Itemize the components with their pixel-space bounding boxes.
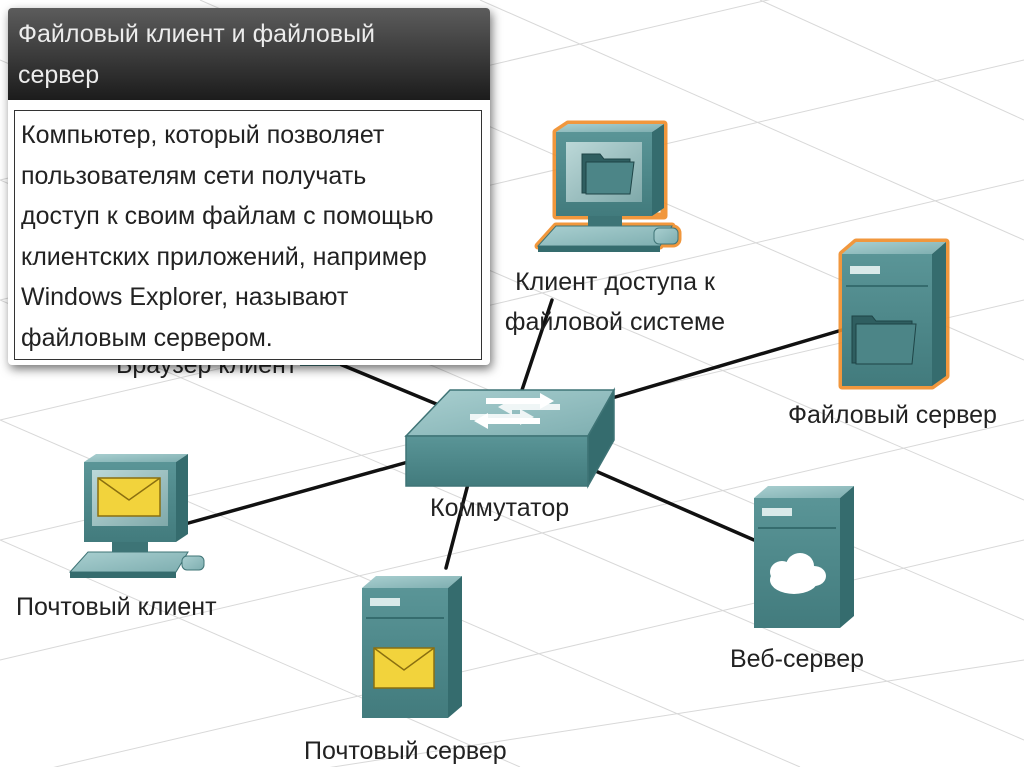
switch-label: Коммутатор <box>430 494 570 522</box>
folder-icon <box>581 153 635 195</box>
switch-icon <box>404 387 616 489</box>
link-file-server <box>610 328 844 400</box>
server-cloud-icon <box>754 486 854 628</box>
popup-line-3: доступ к своим файлам с помощью <box>21 202 434 230</box>
info-popup: Файловый клиент и файловый сервер Компью… <box>8 8 490 365</box>
popup-description: Компьютер, который позволяет пользовател… <box>21 115 477 358</box>
popup-line-4: клиентских приложений, например <box>21 242 427 271</box>
server-folder-icon <box>838 238 950 390</box>
popup-line-1: Компьютер, который позволяет <box>21 121 385 149</box>
link-mail-server <box>444 482 470 570</box>
folder-icon <box>851 315 917 365</box>
envelope-icon <box>97 477 161 517</box>
popup-header: Файловый клиент и файловый сервер <box>8 8 490 100</box>
mail-client-label: Почтовый клиент <box>16 593 217 621</box>
envelope-icon <box>373 647 435 689</box>
mail-server-label: Почтовый сервер <box>304 737 507 765</box>
file-client-label-line-1: Клиент доступа к <box>515 268 715 296</box>
link-web-server <box>582 464 756 542</box>
computer-envelope-icon <box>68 454 205 578</box>
popup-line-5: Windows Explorer, называют <box>21 283 349 311</box>
popup-line-6: файловым сервером. <box>21 323 273 352</box>
popup-body: Компьютер, который позволяет пользовател… <box>14 110 482 360</box>
cloud-icon <box>770 553 826 594</box>
computer-folder-icon <box>534 120 682 252</box>
file-client-label: Клиент доступа к файловой системе <box>490 262 740 342</box>
popup-line-2: пользователям сети получать <box>21 161 367 190</box>
file-client-label-line-2: файловой системе <box>504 308 726 336</box>
link-browser-client <box>328 358 448 410</box>
link-mail-client <box>183 460 410 526</box>
popup-title: Файловый клиент и файловый сервер <box>18 20 376 89</box>
link-file-client <box>520 298 554 392</box>
server-envelope-icon <box>362 576 462 718</box>
network-links <box>183 298 844 570</box>
file-server-label: Файловый сервер <box>788 401 997 429</box>
web-server-label: Веб-сервер <box>730 645 865 673</box>
